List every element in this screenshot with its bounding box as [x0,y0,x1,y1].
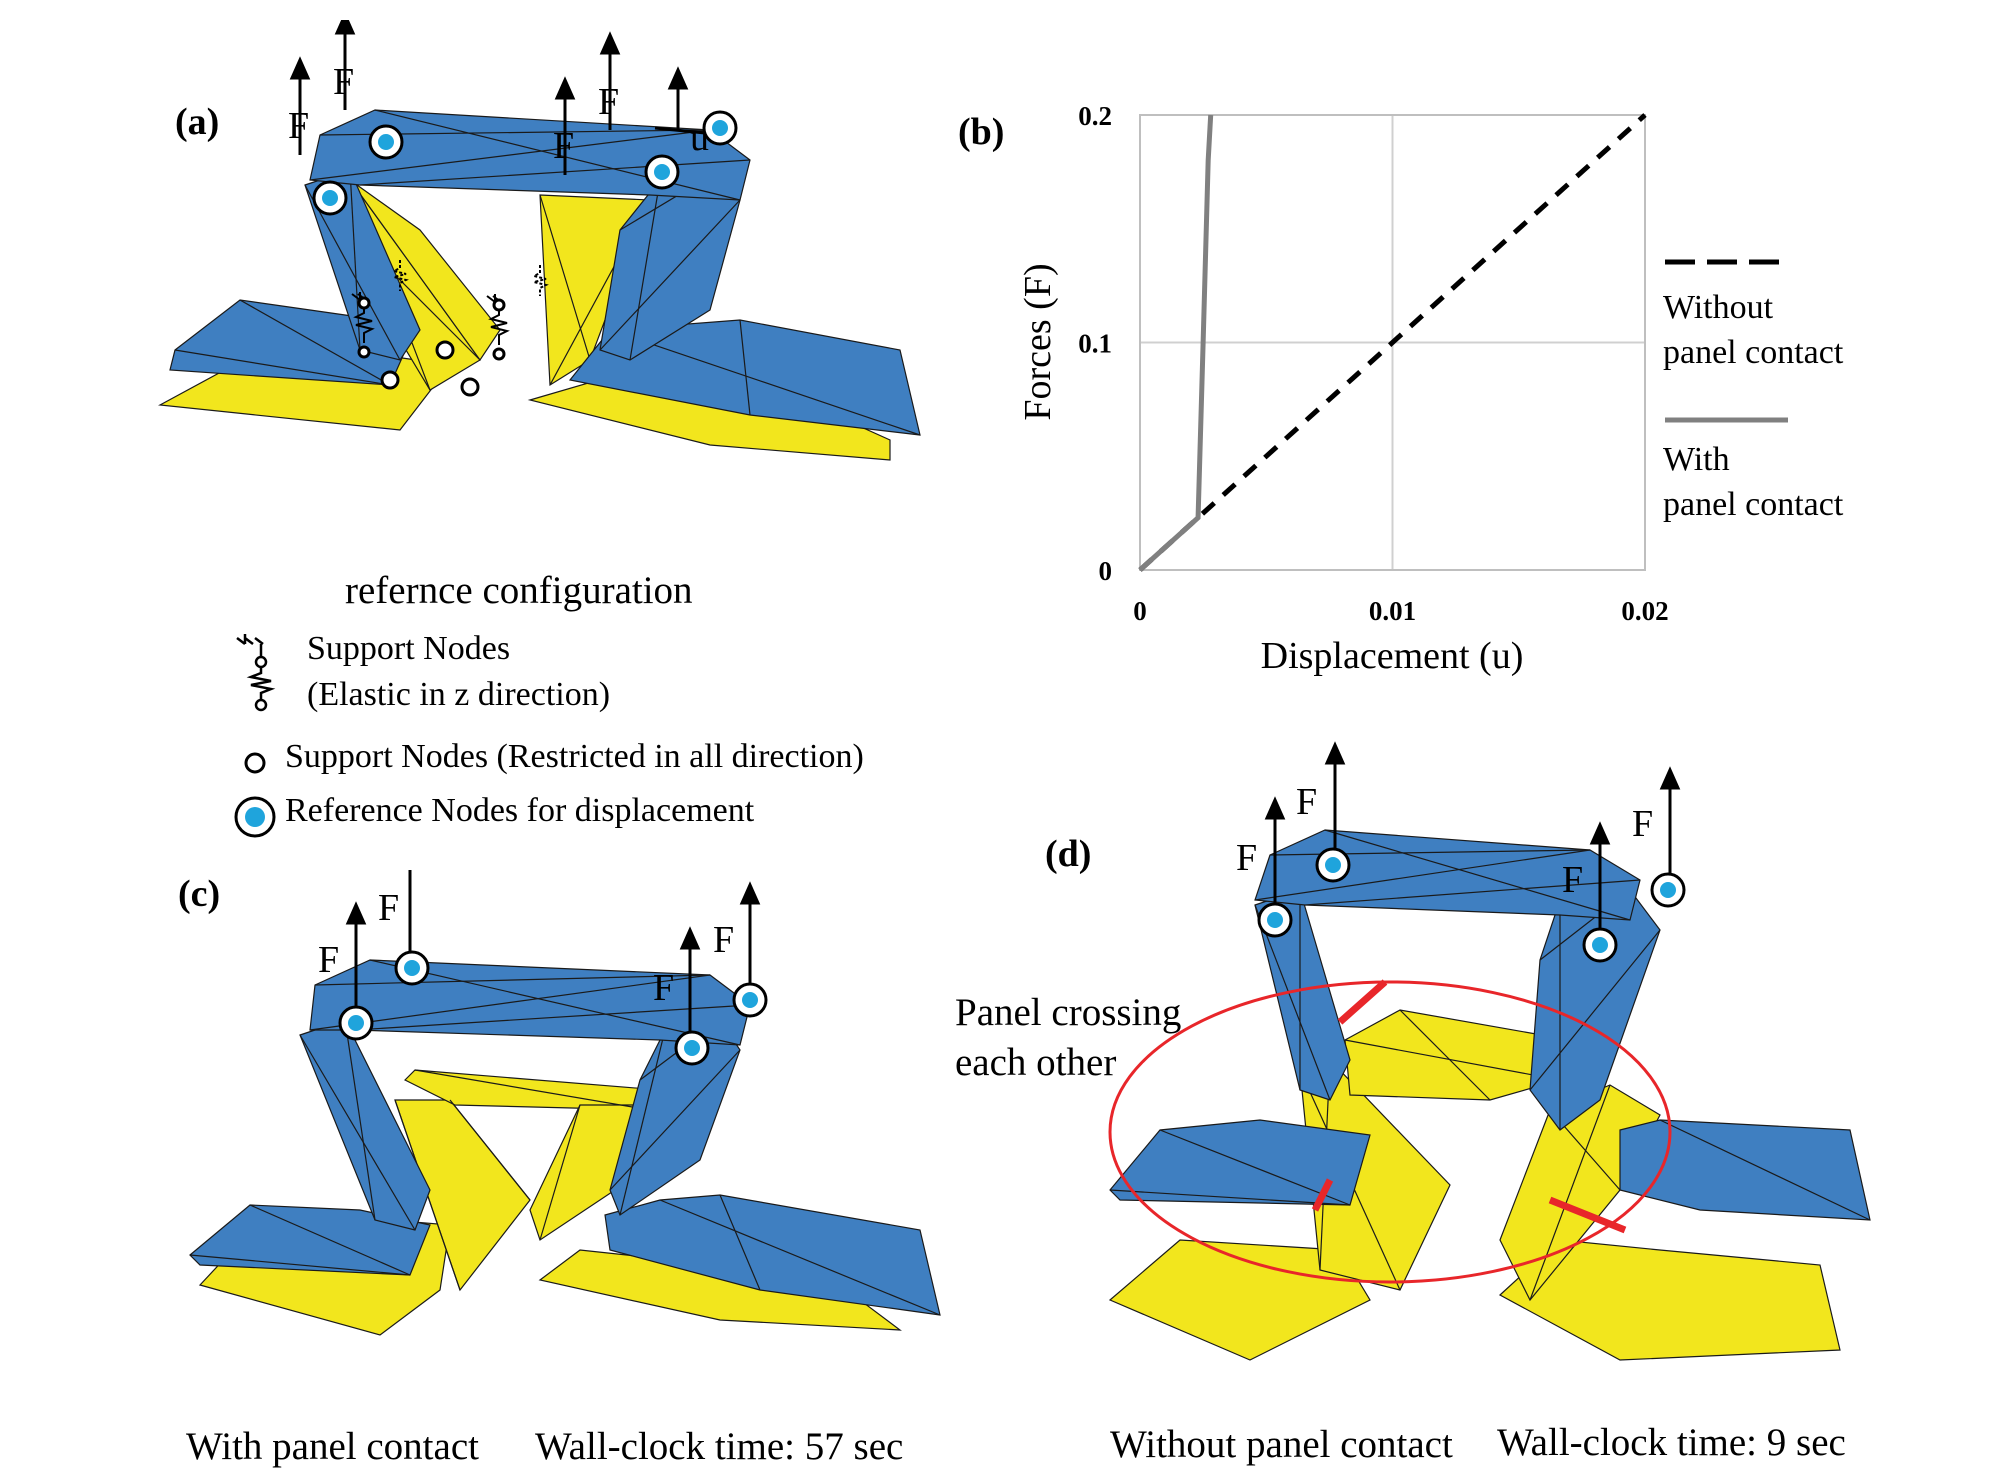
support-node-markers [357,296,506,397]
y-axis-label: Forces (F) [1017,263,1059,420]
blue-right-base-plate [604,1194,941,1316]
force-label: F [1562,859,1583,901]
panel-d-label: (d) [1045,833,1092,875]
force-label: F [378,887,399,929]
reference-node-icon [338,1005,374,1041]
crossing-region-ellipse [1108,980,1672,1284]
fixed-support-icon [244,752,266,774]
force-label: F [598,81,619,123]
force-label: F [318,939,339,981]
reference-node-icon [1257,902,1293,938]
legend-fixed: Support Nodes (Restricted in all directi… [285,738,864,775]
y-tick-label: 0.1 [1078,329,1112,359]
force-arrows-a [289,20,726,175]
x-tick-label: 0 [1133,596,1147,626]
force-arrows-d [1264,741,1681,945]
reference-nodes-a [312,110,738,216]
panel-a-diagram: F F F F u [158,20,921,461]
series-line-without-contact [1138,113,1647,572]
legend-reference: Reference Nodes for displacement [285,792,755,829]
panel-b-label: (b) [958,111,1005,153]
panel-c-caption-left: With panel contact [186,1425,479,1468]
reference-node-icon [732,982,768,1018]
series-line-with-contact [1138,114,1214,572]
panel-c-caption-right: Wall-clock time: 57 sec [535,1425,904,1468]
panel-c-label: (c) [178,873,221,915]
y-tick-label: 0 [1099,556,1113,586]
force-label: F [288,105,309,147]
legend-without-line1: Without [1663,289,1774,326]
reference-node-icon [394,950,430,986]
x-tick-label: 0.02 [1621,596,1668,626]
reference-node-icon [1582,927,1618,963]
panel-d-annotation-line1: Panel crossing [955,991,1182,1034]
fixed-support-node [435,340,455,360]
force-label: F [553,125,574,167]
force-label: F [653,967,674,1009]
reference-node-icon [1650,872,1686,908]
force-arrows-c [345,870,761,1045]
fixed-support-node [460,377,480,397]
blue-right-base-plate [1619,1119,1871,1221]
legend-with-line1: With [1663,441,1730,478]
force-label: F [1296,781,1317,823]
legend-with-line2: panel contact [1663,486,1844,523]
panel-d-caption-right: Wall-clock time: 9 sec [1497,1421,1846,1464]
reference-node-icon [674,1030,710,1066]
panel-d-caption-left: Without panel contact [1110,1423,1453,1466]
force-label: F [1236,837,1257,879]
reference-nodes-c [338,950,768,1066]
panel-d-annotation-line2: each other [955,1041,1117,1084]
reference-node-icon [234,796,276,838]
x-tick-label: 0.01 [1369,596,1416,626]
fixed-support-node [380,370,400,390]
reference-nodes-d [1257,847,1686,963]
plot-frame [1139,114,1646,571]
reference-node-icon [368,124,404,160]
reference-node-icon [702,110,738,146]
panel-d-diagram: F F F F [1108,741,1871,1361]
panel-b-chart: 0 0.01 0.02 0 0.1 0.2 Displacement (u) Forces… [1017,101,1844,677]
elastic-support-icon [236,634,276,712]
legend-elastic-line2: (Elastic in z direction) [307,676,611,713]
force-label: F [713,919,734,961]
crossing-highlights [1311,979,1627,1234]
panel-a-label: (a) [175,101,220,143]
legend-without-line2: panel contact [1663,334,1844,371]
panel-a-caption: refernce configuration [345,569,693,612]
reference-node-icon [1315,847,1351,883]
legend-elastic-line1: Support Nodes [307,630,511,667]
reference-node-icon [644,154,680,190]
reference-node-icon [312,180,348,216]
force-label: F [333,61,354,103]
panel-c-diagram: F F F F [189,870,941,1336]
x-axis-label: Displacement (u) [1261,635,1524,677]
y-tick-label: 0.2 [1078,101,1112,131]
force-label: F [1632,803,1653,845]
